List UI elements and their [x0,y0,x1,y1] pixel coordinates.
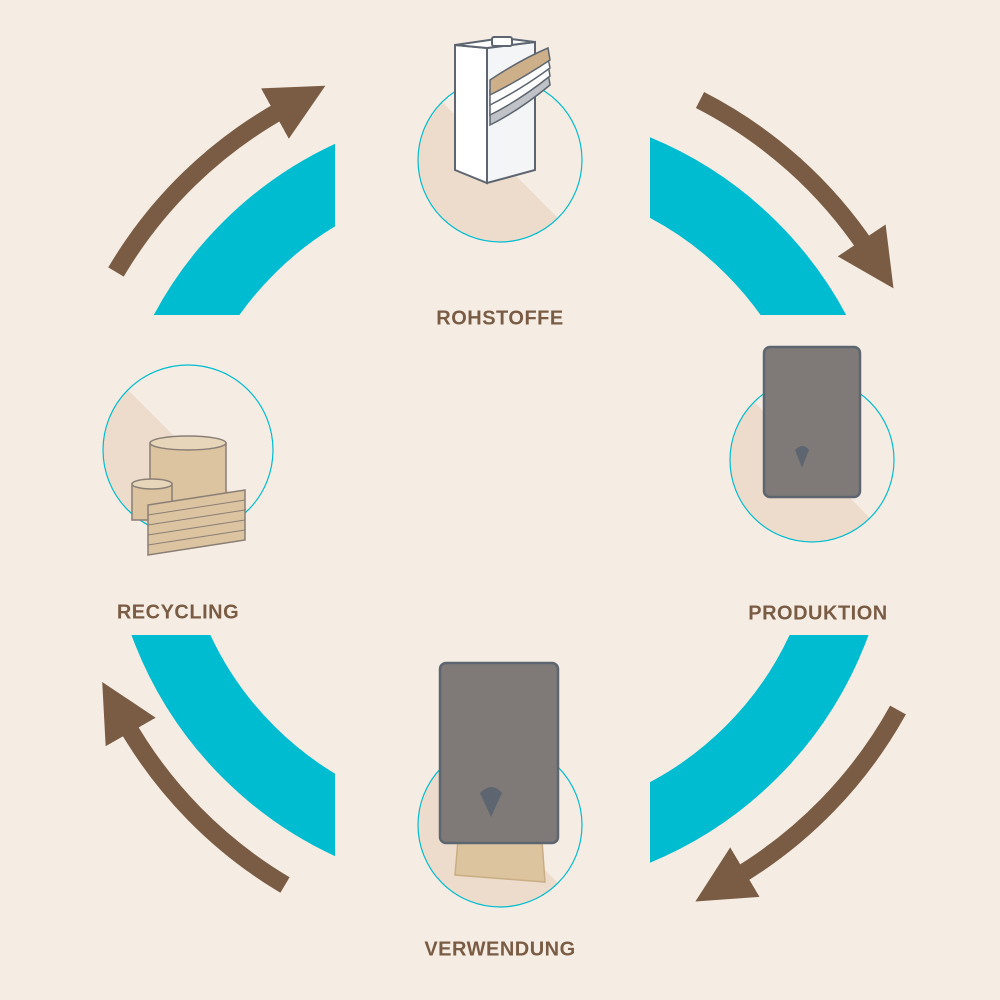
arrow-verwendung-to-recycling [102,681,290,893]
stage-label-produktion: PRODUKTION [748,602,888,625]
milk-carton-paper-icon [384,36,583,276]
stage-label-verwendung: VERWENDUNG [424,938,576,961]
arrow-recycling-to-rohstoffe [108,85,326,277]
paper-rolls-icon [67,364,274,571]
towel-dispenser-in-use-icon [384,661,583,941]
arrow-rohstoffe-to-produktion [695,91,894,289]
towel-dispenser-icon [696,345,895,576]
stage-label-recycling: RECYCLING [116,601,240,624]
arrow-produktion-to-verwendung [695,705,906,902]
stage-label-rohstoffe: ROHSTOFFE [436,307,564,330]
